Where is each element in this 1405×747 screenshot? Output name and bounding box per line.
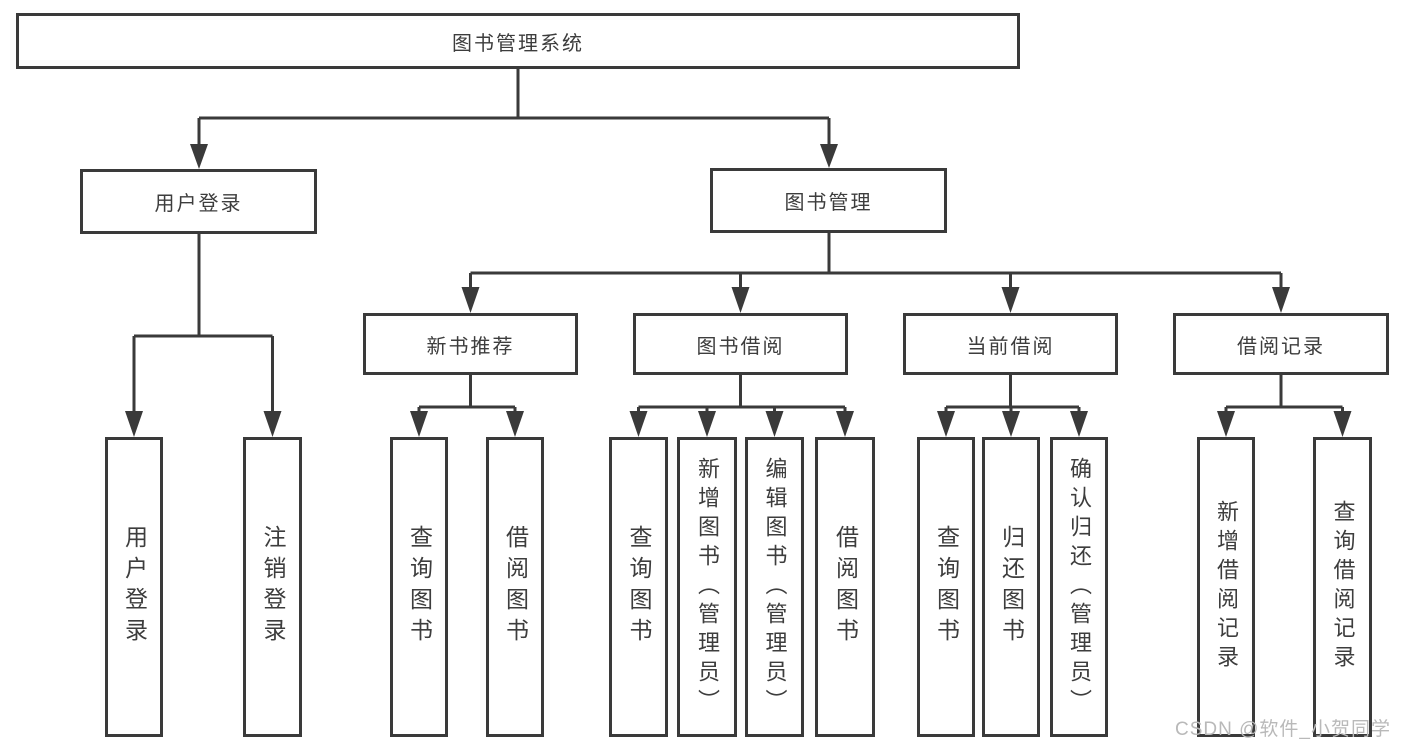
leaf-add-books-admin: 新增图书（管理员） [677, 437, 737, 737]
leaf-add-borrow-record: 新增借阅记录 [1197, 437, 1255, 737]
leaf-add-books-admin-label: 新增图书（管理员） [695, 456, 720, 718]
node-current-borrow: 当前借阅 [903, 313, 1118, 375]
node-book-management: 图书管理 [710, 168, 947, 233]
leaf-recommend-query-books: 查询图书 [390, 437, 448, 737]
leaf-borrow-books-label: 借阅图书 [832, 525, 859, 649]
leaf-user-login: 用户登录 [105, 437, 163, 737]
node-book-borrow: 图书借阅 [633, 313, 848, 375]
leaf-add-borrow-record-label: 新增借阅记录 [1214, 500, 1239, 674]
leaf-confirm-return-admin: 确认归还（管理员） [1050, 437, 1108, 737]
leaf-logout-label: 注销登录 [260, 525, 286, 649]
node-user-login: 用户登录 [80, 169, 317, 234]
leaf-logout: 注销登录 [243, 437, 302, 737]
leaf-recommend-query-books-label: 查询图书 [406, 525, 433, 649]
leaf-edit-books-admin: 编辑图书（管理员） [745, 437, 804, 737]
node-borrow-records: 借阅记录 [1173, 313, 1389, 375]
leaf-recommend-borrow-books-label: 借阅图书 [502, 525, 529, 649]
leaf-borrow-query-books-label: 查询图书 [626, 525, 652, 649]
node-root: 图书管理系统 [16, 13, 1020, 69]
csdn-watermark: CSDN @软件_小贺同学 [1175, 719, 1391, 740]
leaf-return-books: 归还图书 [982, 437, 1040, 737]
leaf-query-borrow-record: 查询借阅记录 [1313, 437, 1372, 737]
leaf-borrow-books: 借阅图书 [815, 437, 875, 737]
leaf-return-books-label: 归还图书 [998, 525, 1025, 649]
leaf-confirm-return-admin-label: 确认归还（管理员） [1067, 456, 1092, 718]
leaf-current-query-books-label: 查询图书 [933, 525, 960, 649]
leaf-borrow-query-books: 查询图书 [609, 437, 668, 737]
leaf-edit-books-admin-label: 编辑图书（管理员） [762, 456, 788, 718]
leaf-recommend-borrow-books: 借阅图书 [486, 437, 544, 737]
node-new-book-recommend: 新书推荐 [363, 313, 578, 375]
arrowheads [125, 144, 1352, 437]
leaf-current-query-books: 查询图书 [917, 437, 975, 737]
leaf-query-borrow-record-label: 查询借阅记录 [1330, 500, 1356, 674]
leaf-user-login-label: 用户登录 [121, 525, 148, 649]
